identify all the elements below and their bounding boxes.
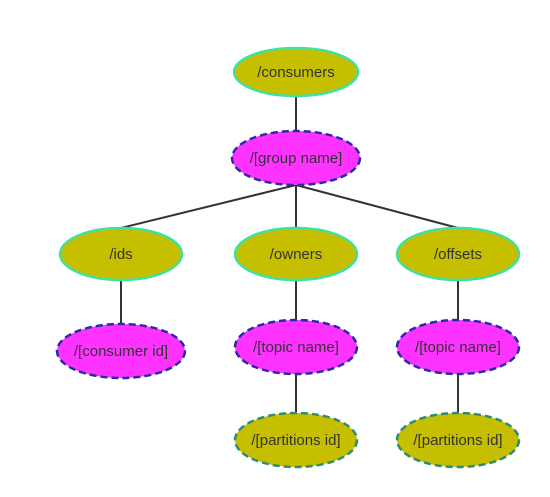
- node-offsets-topic-name: /[topic name]: [395, 318, 521, 376]
- node-shape-offsets-partitions-id: [395, 411, 521, 469]
- edges: [120, 96, 459, 413]
- node-label-owners-partitions-id: /[partitions id]: [251, 432, 340, 449]
- node-label-owners: /owners: [270, 246, 323, 263]
- node-shape-owners-partitions-id: [233, 411, 359, 469]
- node-label-owners-topic-name: /[topic name]: [253, 339, 339, 356]
- node-shape-consumers: [232, 46, 360, 98]
- node-offsets-partitions-id: /[partitions id]: [395, 411, 521, 469]
- edge-group-name-to-offsets: [295, 184, 459, 229]
- node-consumers: /consumers: [232, 46, 360, 98]
- node-label-offsets: /offsets: [434, 246, 482, 263]
- node-offsets: /offsets: [395, 226, 521, 282]
- node-label-consumer-id: /[consumer id]: [74, 343, 168, 360]
- node-shape-group-name: [230, 129, 362, 187]
- node-label-consumers: /consumers: [257, 64, 335, 81]
- node-shape-offsets-topic-name: [395, 318, 521, 376]
- node-shape-offsets: [395, 226, 521, 282]
- node-label-offsets-partitions-id: /[partitions id]: [413, 432, 502, 449]
- node-label-group-name: /[group name]: [250, 150, 343, 167]
- node-shape-consumer-id: [55, 322, 187, 380]
- node-shape-owners: [233, 226, 359, 282]
- nodes: /consumers /[group name] /ids/owners/offse…: [55, 46, 521, 469]
- node-group-name: /[group name]: [230, 129, 362, 187]
- node-owners-topic-name: /[topic name]: [233, 318, 359, 376]
- node-label-ids: /ids: [109, 246, 132, 263]
- node-shape-ids: [58, 226, 184, 282]
- edge-group-name-to-ids: [120, 184, 297, 229]
- node-owners: /owners: [233, 226, 359, 282]
- node-shape-owners-topic-name: [233, 318, 359, 376]
- node-owners-partitions-id: /[partitions id]: [233, 411, 359, 469]
- node-consumer-id: /[consumer id]: [55, 322, 187, 380]
- node-label-offsets-topic-name: /[topic name]: [415, 339, 501, 356]
- node-ids: /ids: [58, 226, 184, 282]
